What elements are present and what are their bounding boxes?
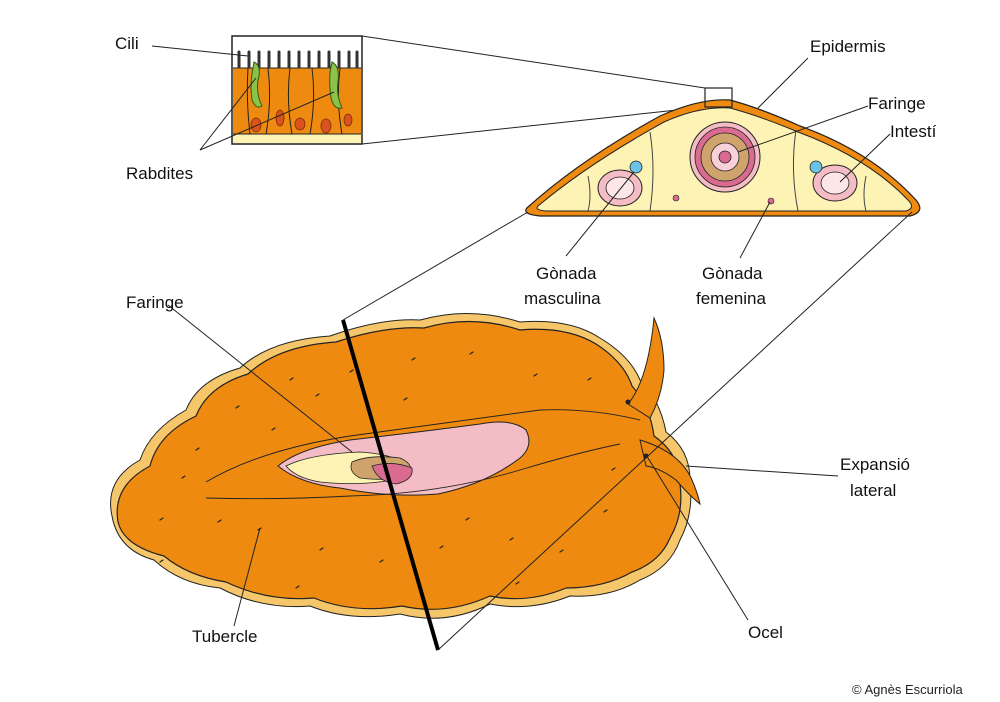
cilia xyxy=(237,50,359,69)
label-cili: Cili xyxy=(115,34,139,53)
leader-lines xyxy=(151,45,891,627)
epidermis-zoom-box xyxy=(704,87,733,108)
tubercles xyxy=(159,351,616,589)
label-expansio-1: Expansió xyxy=(840,455,910,474)
label-faringe-body: Faringe xyxy=(126,293,184,312)
label-ocel: Ocel xyxy=(748,623,783,642)
label-faringe-section: Faringe xyxy=(868,94,926,113)
section-plane xyxy=(341,319,440,651)
label-expansio-2: lateral xyxy=(850,481,896,500)
copyright-credit: © Agnès Escurriola xyxy=(852,682,964,697)
labels: Cili Rabdites Epidermis Faringe Intestí … xyxy=(115,34,964,697)
label-gonada-femenina-1: Gònada xyxy=(702,264,763,283)
label-gonada-masculina-2: masculina xyxy=(524,289,601,308)
label-gonada-masculina-1: Gònada xyxy=(536,264,597,283)
rhabdites xyxy=(250,61,343,109)
label-intesti: Intestí xyxy=(890,122,937,141)
label-tubercle: Tubercle xyxy=(192,627,258,646)
section-pharynx xyxy=(689,121,761,193)
section-left-intestine xyxy=(597,160,643,207)
section-right-intestine xyxy=(809,160,858,202)
epidermis-inset xyxy=(231,35,706,145)
lateral-expansion xyxy=(639,439,701,506)
label-epidermis: Epidermis xyxy=(810,37,886,56)
flatworm-body xyxy=(110,211,913,651)
label-gonada-femenina-2: femenina xyxy=(696,289,766,308)
cross-section xyxy=(525,87,921,217)
label-rabdites: Rabdites xyxy=(126,164,193,183)
